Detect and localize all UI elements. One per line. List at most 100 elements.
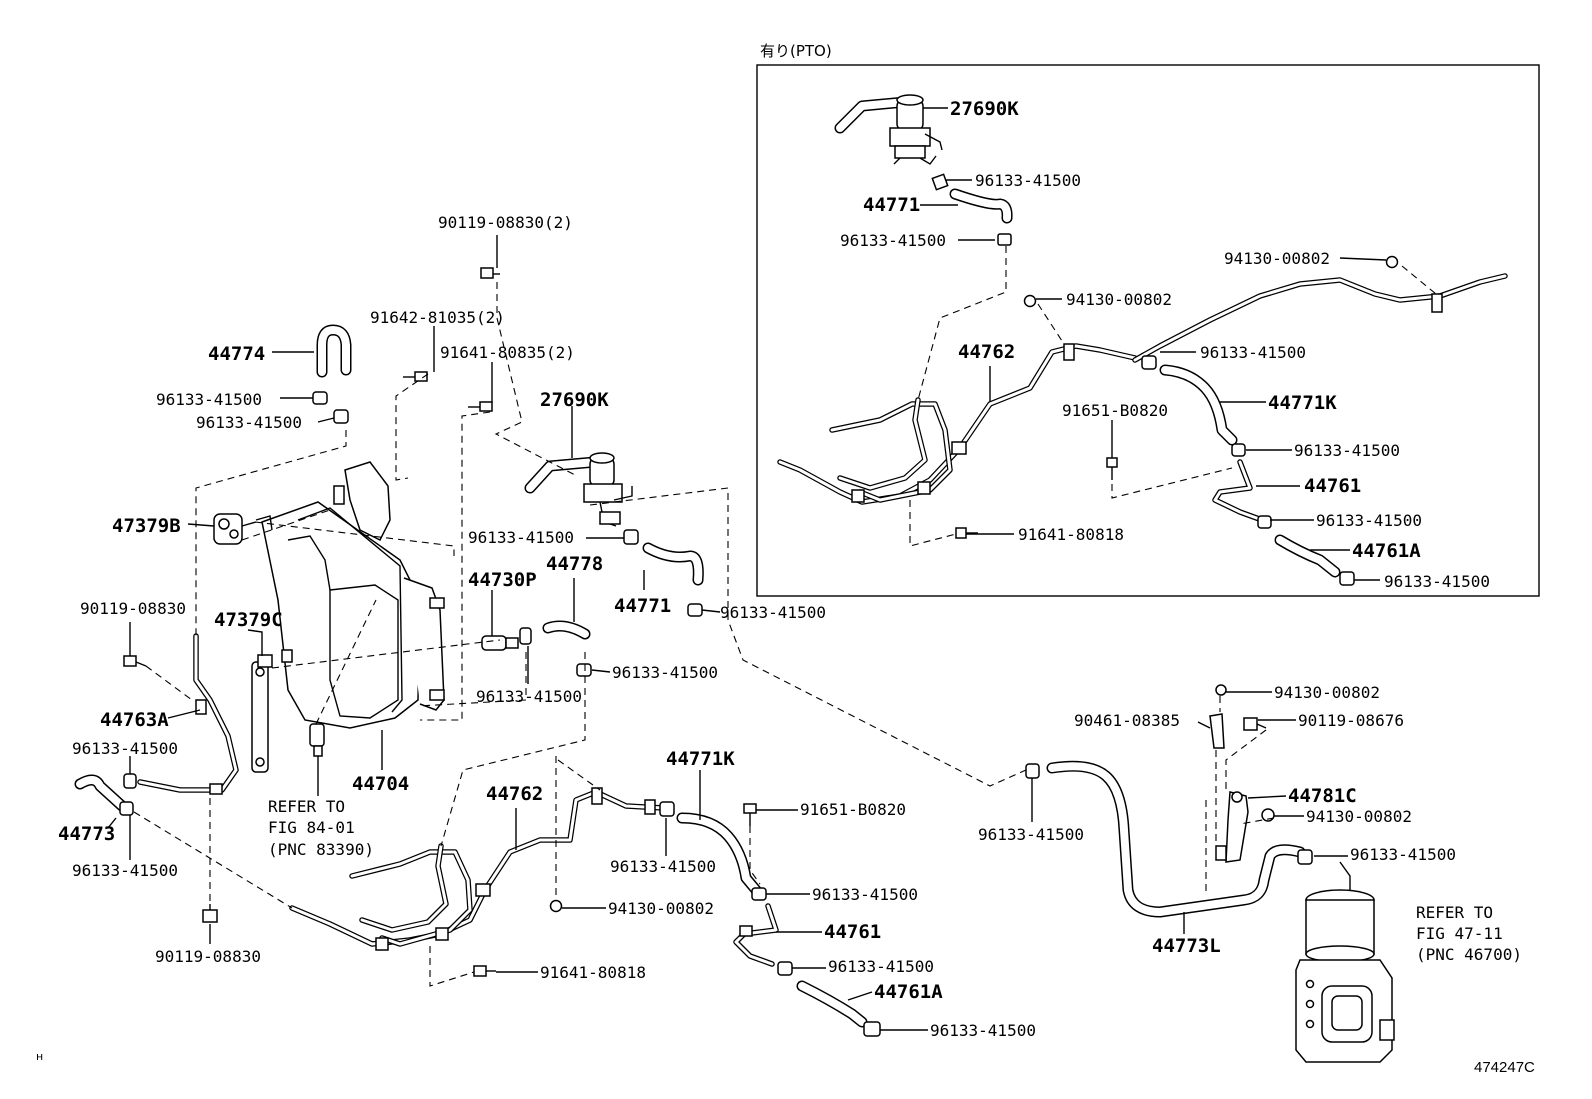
figure-code: 474247C bbox=[1474, 1059, 1535, 1076]
label-91641-80835-2: 91641-80835(2) bbox=[440, 343, 575, 362]
clamp-96133-j bbox=[751, 887, 767, 901]
clamp-96133-h bbox=[119, 801, 134, 816]
inset-title: 有り(PTO) bbox=[760, 42, 832, 60]
inset-clamp-4 bbox=[1231, 443, 1246, 457]
clamp-96133-c bbox=[623, 529, 639, 545]
label-96133-n: 96133-41500 bbox=[1350, 845, 1456, 864]
bolt-90119-08830-bottom bbox=[202, 904, 218, 923]
clamp-96133-a bbox=[312, 391, 328, 405]
footer-mark: н bbox=[36, 1050, 43, 1063]
hose-44773L bbox=[1046, 760, 1306, 918]
label-94130-c: 94130-00802 bbox=[1306, 807, 1412, 826]
inset-clamp-2 bbox=[997, 233, 1012, 246]
inset-bolt-91641 bbox=[955, 527, 978, 539]
clamp-96133-f bbox=[576, 663, 592, 677]
refer-84-line3: (PNC 83390) bbox=[268, 840, 374, 859]
inset-hose-44761A bbox=[1274, 534, 1341, 578]
label-96133-e: 96133-41500 bbox=[476, 687, 582, 706]
bolt-91641-80835 bbox=[468, 401, 493, 412]
label-90119-08830-b: 90119-08830 bbox=[155, 947, 261, 966]
label-i-44762: 44762 bbox=[958, 341, 1015, 363]
level-switch-47379B bbox=[213, 513, 257, 545]
label-47379C: 47379C bbox=[214, 609, 283, 631]
nut-94130-a bbox=[549, 899, 563, 913]
label-i-27690K: 27690K bbox=[950, 98, 1019, 120]
clamp-96133-m bbox=[1025, 763, 1040, 779]
label-91642-81035-2: 91642-81035(2) bbox=[370, 308, 505, 327]
inset-valve-27690K bbox=[834, 94, 943, 165]
clamp-96133-g bbox=[123, 773, 137, 789]
check-valve-44730P bbox=[481, 635, 519, 651]
label-44704: 44704 bbox=[352, 773, 409, 795]
label-i-96133-f: 96133-41500 bbox=[1384, 572, 1490, 591]
label-44730P: 44730P bbox=[468, 569, 537, 591]
label-i-94130-a: 94130-00802 bbox=[1224, 249, 1330, 268]
label-96133-i: 96133-41500 bbox=[610, 857, 716, 876]
pipe-44762 bbox=[289, 787, 667, 951]
label-i-91651-B0820: 91651-B0820 bbox=[1062, 401, 1168, 420]
bracket-44781C bbox=[1225, 791, 1249, 863]
inset-nut-1 bbox=[1385, 255, 1399, 269]
inset-clamp-5 bbox=[1257, 515, 1272, 529]
label-i-44761A: 44761A bbox=[1352, 540, 1421, 562]
label-27690K: 27690K bbox=[540, 389, 609, 411]
label-44763A: 44763A bbox=[100, 709, 169, 731]
label-i-44761: 44761 bbox=[1304, 475, 1361, 497]
label-44781C: 44781C bbox=[1288, 785, 1357, 807]
bolt-90119-08830-left bbox=[123, 655, 147, 667]
refer-47-line1: REFER TO bbox=[1416, 903, 1493, 922]
label-44761: 44761 bbox=[824, 921, 881, 943]
refer-84-line1: REFER TO bbox=[268, 797, 345, 816]
label-96133-j: 96133-41500 bbox=[812, 885, 918, 904]
label-i-44771: 44771 bbox=[863, 194, 920, 216]
bolt-91651-B0820 bbox=[743, 803, 757, 826]
label-96133-l: 96133-41500 bbox=[930, 1021, 1036, 1040]
bolt-90119-08830-top bbox=[480, 267, 500, 279]
label-44773L: 44773L bbox=[1152, 935, 1221, 957]
hose-44778 bbox=[542, 620, 591, 640]
label-44771: 44771 bbox=[614, 595, 671, 617]
label-90119-08830-2: 90119-08830(2) bbox=[438, 213, 573, 232]
inset-hose-44771 bbox=[949, 188, 1013, 224]
label-96133-g: 96133-41500 bbox=[72, 739, 178, 758]
clamp-96133-k bbox=[777, 961, 793, 976]
label-47379B: 47379B bbox=[112, 515, 181, 537]
bolt-90461-08385 bbox=[1209, 713, 1225, 749]
label-96133-f: 96133-41500 bbox=[612, 663, 718, 682]
label-96133-h: 96133-41500 bbox=[72, 861, 178, 880]
hose-44761A bbox=[796, 980, 868, 1028]
inset-bolt-91651 bbox=[1106, 457, 1118, 480]
label-90119-08676: 90119-08676 bbox=[1298, 711, 1404, 730]
label-91651-B0820: 91651-B0820 bbox=[800, 800, 906, 819]
label-i-94130-b: 94130-00802 bbox=[1066, 290, 1172, 309]
label-i-96133-e: 96133-41500 bbox=[1316, 511, 1422, 530]
label-44774: 44774 bbox=[208, 343, 265, 365]
label-i-96133-b: 96133-41500 bbox=[840, 231, 946, 250]
bolt-90119-08676 bbox=[1243, 717, 1267, 731]
clamp-96133-n bbox=[1297, 849, 1313, 865]
label-91641-80818: 91641-80818 bbox=[540, 963, 646, 982]
label-94130-b: 94130-00802 bbox=[1274, 683, 1380, 702]
hose-44771K bbox=[676, 812, 762, 896]
inset-clamp-3 bbox=[1141, 355, 1157, 370]
inset-clamp-6 bbox=[1339, 571, 1355, 586]
pipe-44763A bbox=[137, 633, 239, 795]
clamp-96133-l bbox=[863, 1021, 881, 1037]
clamp-96133-e bbox=[519, 627, 532, 645]
nut-94130-b bbox=[1215, 684, 1227, 696]
label-44773: 44773 bbox=[58, 823, 115, 845]
label-44761A: 44761A bbox=[874, 981, 943, 1003]
refer-47-line3: (PNC 46700) bbox=[1416, 945, 1522, 964]
label-90461-08385: 90461-08385 bbox=[1074, 711, 1180, 730]
label-44771K: 44771K bbox=[666, 748, 735, 770]
hose-44771 bbox=[642, 542, 704, 586]
inset-clamp-1 bbox=[931, 173, 949, 191]
inset-pipe-44761 bbox=[1212, 459, 1265, 523]
reservoir-tank-44704 bbox=[255, 461, 445, 729]
inset-frame bbox=[756, 64, 1540, 597]
label-i-96133-c: 96133-41500 bbox=[1200, 343, 1306, 362]
sensor-84-01 bbox=[309, 723, 325, 757]
clip-44781C-base bbox=[1215, 845, 1227, 861]
clamp-96133-b bbox=[333, 409, 349, 424]
